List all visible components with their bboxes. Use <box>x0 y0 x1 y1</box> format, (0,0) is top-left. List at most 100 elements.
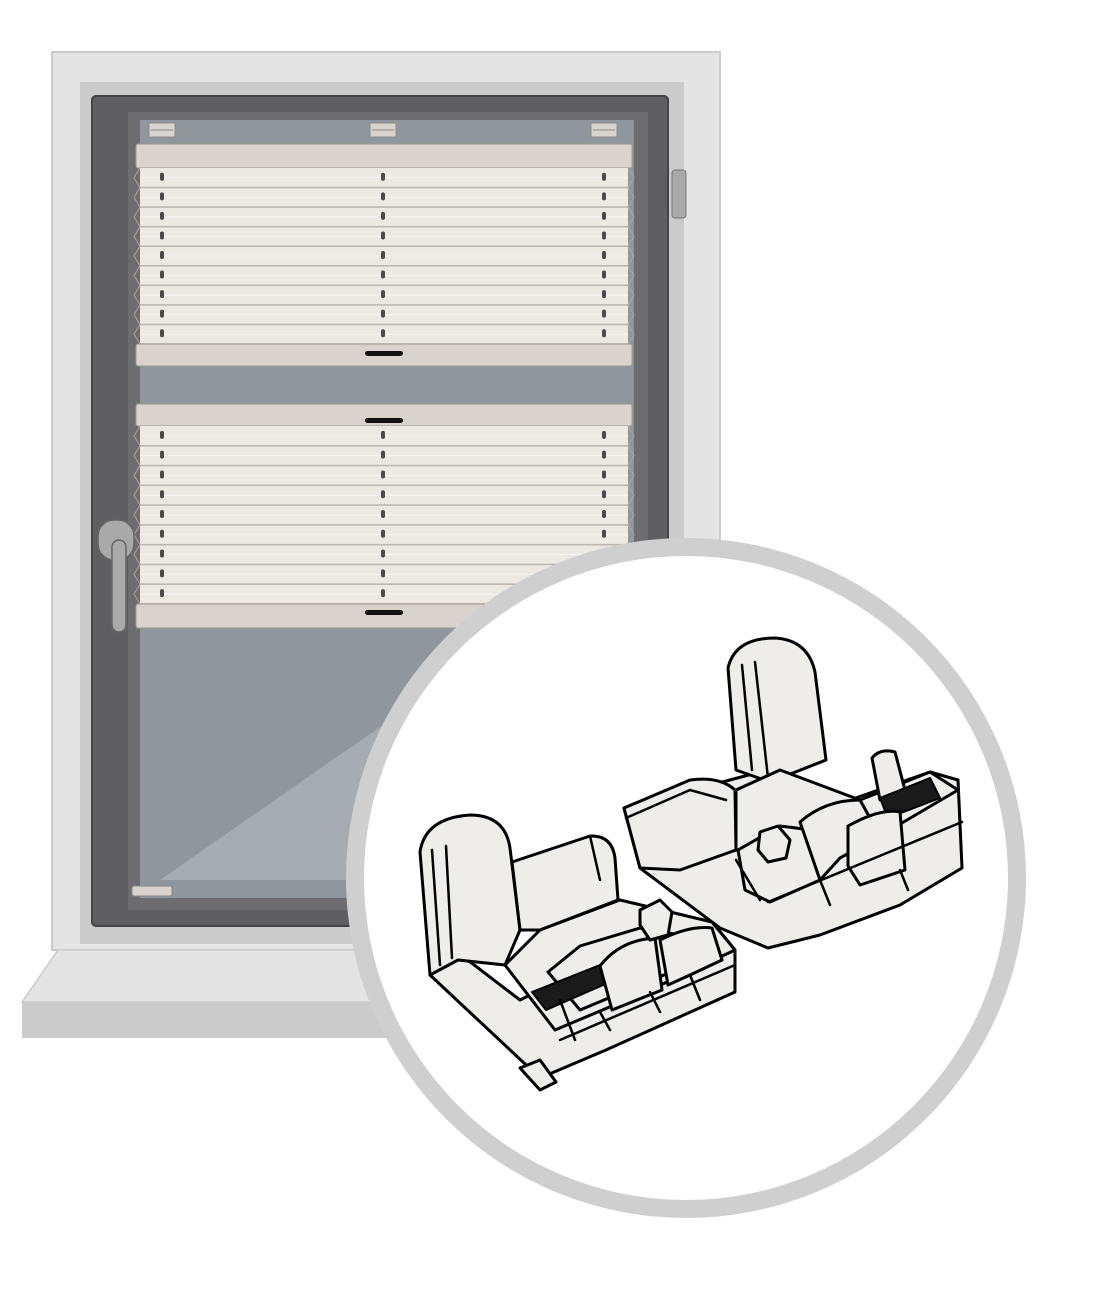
illustration-shape <box>111 539 127 633</box>
cord-guide <box>160 211 164 220</box>
cord-guide <box>160 309 164 318</box>
end-cap-bracket-right <box>622 636 964 950</box>
pleat-edge-right <box>627 445 635 466</box>
pleat-edge-right <box>627 285 635 306</box>
pleat-edge-right <box>627 167 635 188</box>
pleat-edge-left <box>133 583 141 605</box>
cord-guide <box>160 490 164 499</box>
cord-guide <box>160 192 164 201</box>
cord-guide <box>160 231 164 240</box>
pleat-edge-right <box>627 245 635 267</box>
pleat-edge-right <box>627 324 635 345</box>
cord-guide <box>381 192 385 201</box>
cord-guide <box>602 270 606 279</box>
cord-guide <box>381 490 385 499</box>
bracket-outline <box>430 848 442 967</box>
cord-guide <box>160 569 164 578</box>
cord-guide <box>602 430 606 439</box>
cord-guide <box>160 290 164 299</box>
cord-guide <box>160 450 164 459</box>
grip-handle <box>365 418 403 423</box>
cord-guide <box>160 270 164 279</box>
bracket-outline <box>624 788 728 820</box>
cord-guide <box>381 270 385 279</box>
cord-guide <box>602 470 606 479</box>
end-cap-bracket-left <box>418 813 737 1092</box>
cord-guide <box>381 569 385 578</box>
bracket-outline <box>598 936 664 1012</box>
bracket-outline <box>658 926 724 987</box>
cord-guide <box>160 172 164 181</box>
pleat-edge-left <box>133 485 141 506</box>
pleat-edge-right <box>627 187 635 208</box>
bracket-outline <box>870 749 907 802</box>
end-cap-brackets <box>418 636 964 1092</box>
bracket-outline <box>740 663 754 772</box>
cord-guide <box>602 251 606 259</box>
pleat-edge-left <box>133 504 141 526</box>
cord-guide <box>160 510 164 518</box>
pleat-edge-left <box>133 245 141 267</box>
bracket-outline <box>638 898 674 942</box>
cord-guide <box>602 490 606 499</box>
hinge-icon <box>671 169 687 219</box>
bracket-clip-icon <box>148 122 176 138</box>
bracket-outline <box>756 824 792 864</box>
cord-guide <box>602 329 606 338</box>
cord-guide <box>381 309 385 318</box>
pleat-edge-left <box>133 206 141 227</box>
cord-guide <box>602 231 606 240</box>
cord-guide <box>160 470 164 479</box>
bracket-outline <box>898 868 910 892</box>
pleat-edge-left <box>133 304 141 325</box>
cord-guide <box>602 290 606 299</box>
cord-guide <box>602 192 606 201</box>
illustration-shape <box>671 169 687 219</box>
pleat-edge-left <box>133 324 141 345</box>
cord-guide <box>381 251 385 259</box>
pleat-edge-left <box>133 285 141 306</box>
cord-guide <box>160 430 164 439</box>
pleat-edge-right <box>627 304 635 325</box>
bracket-outline <box>588 834 602 882</box>
pleat-edge-left <box>133 167 141 188</box>
cord-guide <box>381 430 385 439</box>
cord-guide <box>602 529 606 538</box>
bracket-outline <box>648 990 662 1014</box>
bracket-outline <box>726 636 828 784</box>
bracket-outline <box>753 660 770 780</box>
cord-guide <box>381 290 385 299</box>
cord-guide <box>381 231 385 240</box>
bracket-outline <box>518 1058 558 1092</box>
pleat-edge-right <box>627 206 635 227</box>
cord-guide <box>602 510 606 518</box>
pleat-edge-right <box>627 485 635 506</box>
pleat-edge-left <box>133 226 141 247</box>
cord-guide <box>381 211 385 220</box>
grip-handle <box>365 610 403 615</box>
cord-guide <box>602 309 606 318</box>
pleat-edge-right <box>627 425 635 447</box>
pleated-blind-upper <box>133 143 635 367</box>
bracket-outline <box>688 973 702 1002</box>
pleat-edge-left <box>133 445 141 466</box>
cord-guide <box>381 470 385 479</box>
pleat-edge-left <box>133 425 141 447</box>
bracket-outline <box>766 820 964 904</box>
pleat-edge-right <box>627 504 635 526</box>
grip-handle <box>365 351 403 356</box>
top-clips <box>148 122 618 138</box>
cord-guide <box>160 529 164 538</box>
bracket-outline <box>846 809 907 887</box>
latch-plate <box>131 885 173 897</box>
cord-guide <box>381 510 385 518</box>
pleat-edge-left <box>133 265 141 286</box>
cord-guide <box>381 450 385 459</box>
cord-guide <box>602 450 606 459</box>
cord-guide <box>381 549 385 558</box>
cord-guide <box>160 589 164 598</box>
window-handle-icon[interactable] <box>97 519 135 633</box>
bracket-outline <box>622 777 738 872</box>
pleat-edge-left <box>133 187 141 208</box>
